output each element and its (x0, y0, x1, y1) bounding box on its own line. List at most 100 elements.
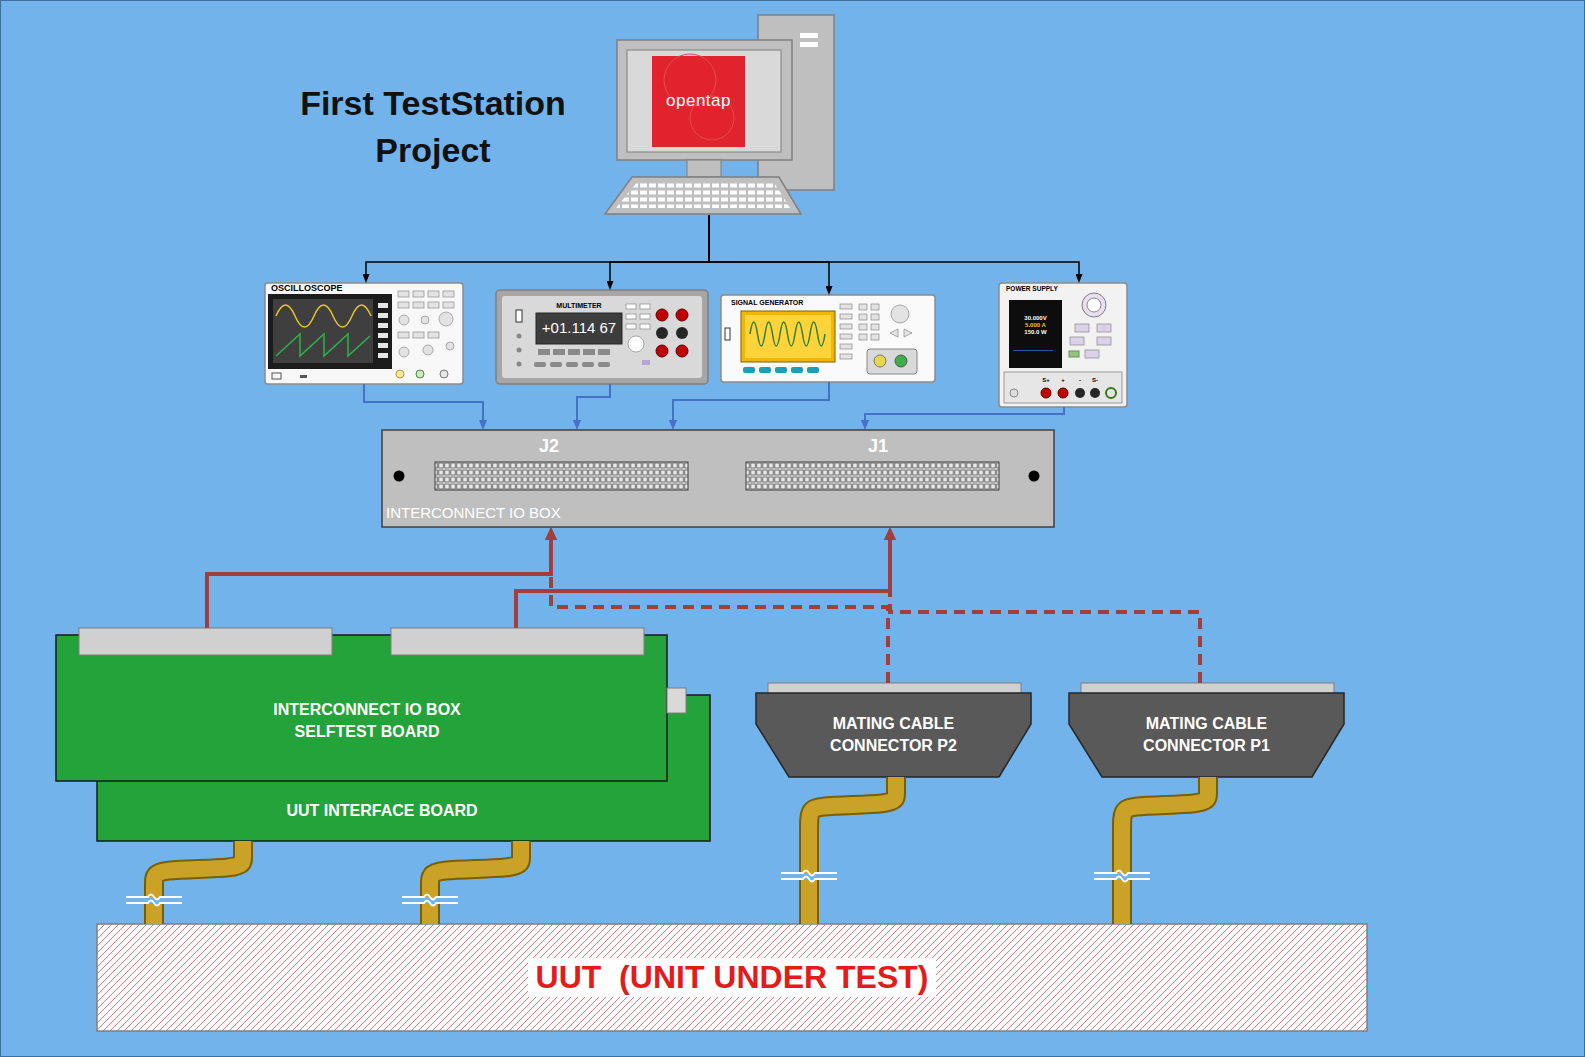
ribbon-cable (809, 777, 896, 924)
signal-generator-drawing (904, 329, 912, 337)
title-box: First TestStation Project (273, 80, 593, 174)
oscilloscope-drawing (428, 332, 439, 338)
oscilloscope-drawing (413, 302, 424, 308)
signal-generator-drawing (721, 295, 935, 382)
power-supply-drawing (1097, 337, 1111, 345)
oscilloscope-drawing (443, 302, 454, 308)
power-supply-drawing (999, 283, 1127, 407)
connector-group (577, 384, 610, 420)
multimeter-drawing (538, 349, 550, 355)
oscilloscope-drawing (265, 283, 463, 384)
oscilloscope-drawing (300, 375, 307, 378)
multimeter-drawing (598, 349, 610, 355)
signal-generator-drawing (840, 344, 852, 349)
multimeter-drawing (496, 290, 708, 384)
ribbon-cable (1122, 777, 1208, 924)
mating-cable-connector: MATING CABLE CONNECTOR P2 (756, 683, 1031, 777)
multimeter-drawing (516, 310, 522, 322)
interconnect-io-box: J2J1INTERCONNECT IO BOX (382, 430, 1054, 527)
oscilloscope-drawing (413, 291, 424, 297)
multimeter-drawing (640, 324, 650, 329)
power-supply-drawing (1069, 351, 1079, 357)
connector-group (890, 540, 1200, 683)
connector-group (809, 777, 896, 924)
oscilloscope-drawing (423, 345, 433, 355)
power-supply-drawing (1070, 337, 1084, 345)
multimeter-drawing (640, 314, 650, 319)
connector-group (865, 407, 1064, 420)
mating-connector-drawing (756, 683, 1344, 777)
signal-generator-drawing (807, 367, 819, 373)
node-label: POWER SUPPLY (1006, 286, 1058, 293)
ribbon-cable (430, 841, 521, 924)
signal-connector (366, 215, 709, 274)
connector-group (516, 540, 890, 628)
text-slot: MATING CABLE CONNECTOR P2 (796, 703, 991, 767)
signal-connector (709, 215, 829, 286)
io-box-drawing (1029, 471, 1040, 482)
oscilloscope-drawing (428, 302, 439, 308)
node-label: 30.000V (1024, 315, 1046, 322)
text-slot: 30.000V (1009, 315, 1062, 322)
multimeter-drawing (517, 334, 522, 339)
power-supply-drawing (1041, 388, 1051, 398)
node-label: 5.000 A (1025, 322, 1046, 329)
signal-connector (516, 540, 890, 628)
mating-cable-connector: MATING CABLE CONNECTOR P1 (1069, 683, 1344, 777)
oscilloscope-drawing (440, 370, 448, 378)
text-slot: 150.0 W (1009, 329, 1062, 336)
connector-group (154, 841, 243, 924)
multimeter-drawing (642, 360, 650, 365)
computer-drawing (800, 33, 818, 38)
oscilloscope-drawing (378, 353, 388, 358)
oscilloscope-drawing (398, 302, 409, 308)
multimeter-drawing (656, 309, 668, 321)
signal-generator-drawing (791, 367, 803, 373)
uut-drawing (97, 924, 1367, 1031)
multimeter-drawing (626, 314, 636, 319)
connector-group (709, 215, 829, 286)
text-slot: opentap (652, 56, 745, 147)
text-slot: +01.114 67 (536, 313, 622, 344)
text-slot: UUT (UNIT UNDER TEST) (97, 950, 1367, 1005)
oscilloscope-drawing (378, 333, 388, 338)
connector-group (366, 215, 709, 274)
cable-outline (154, 841, 243, 924)
cable-outline (430, 841, 521, 924)
oscilloscope-drawing (413, 332, 424, 338)
connector-group (551, 540, 888, 683)
text-slot: POWER SUPPLY (1006, 285, 1086, 294)
node-label: S+ (1042, 377, 1050, 384)
power-supply: POWER SUPPLY30.000V5.000 A150.0 WS++-S- (999, 283, 1127, 407)
text-slot: 5.000 A (1009, 322, 1062, 329)
oscilloscope-drawing (439, 312, 453, 326)
signal-generator-drawing (775, 367, 787, 373)
text-slot: J2 (519, 436, 579, 458)
signal-connector (610, 215, 709, 281)
oscilloscope-drawing (398, 291, 454, 357)
oscilloscope: OSCILLOSCOPE (265, 283, 463, 384)
oscilloscope-drawing (273, 299, 373, 363)
node-label: J2 (539, 437, 559, 457)
signal-generator-drawing (721, 295, 935, 382)
multimeter-drawing (536, 313, 622, 344)
text-slot: UUT INTERFACE BOARD (97, 783, 667, 839)
multimeter-drawing (496, 290, 708, 384)
io-box-drawing (382, 430, 1054, 527)
signal-generator-drawing (759, 367, 771, 373)
signal-generator-drawing (840, 354, 852, 359)
power-supply-drawing (1106, 388, 1116, 398)
board-drawing (79, 628, 332, 655)
node-label: SIGNAL GENERATOR (731, 299, 803, 306)
computer-drawing (687, 160, 721, 177)
oscilloscope-drawing (378, 343, 388, 348)
signal-generator-drawing (725, 328, 730, 340)
signal-connector (709, 215, 1079, 274)
oscilloscope-drawing (398, 291, 409, 297)
connector-group (610, 215, 709, 281)
node-label: + (1061, 377, 1065, 384)
power-supply-drawing (1087, 298, 1101, 312)
